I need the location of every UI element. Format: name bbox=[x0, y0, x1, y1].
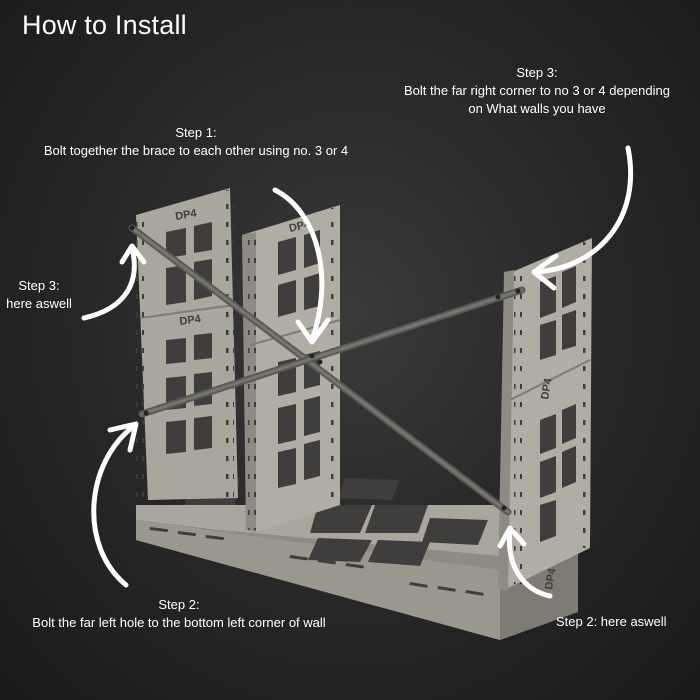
panel-mark: DP4 bbox=[543, 566, 559, 590]
step2-left-arrowhead bbox=[107, 421, 139, 453]
right-wall-panel: DP4 DP4 bbox=[498, 238, 592, 592]
panel-mark: DP4 bbox=[179, 313, 203, 328]
instruction-arrows bbox=[81, 145, 634, 599]
step2-left-label: Step 2: Bolt the far left hole to the bo… bbox=[0, 596, 358, 632]
panel-mark: DP4 bbox=[174, 207, 198, 223]
step3-right-heading: Step 3: bbox=[516, 65, 558, 80]
page-title: How to Install bbox=[22, 10, 187, 40]
cross-braces bbox=[128, 224, 526, 516]
left-wall-panel: DP4 DP4 bbox=[136, 188, 238, 502]
step2-right-arrowhead bbox=[497, 525, 527, 549]
step2-left-arrow bbox=[91, 423, 137, 588]
step3-right-line2: on What walls you have bbox=[468, 101, 606, 116]
step1-arrow bbox=[272, 187, 325, 343]
step2-right-label: Step 2: here aswell bbox=[556, 614, 667, 629]
step3-left-label: Step 3: here aswell bbox=[6, 277, 72, 313]
step2-right-arrow bbox=[506, 527, 553, 599]
step3-right-label: Step 3: Bolt the far right corner to no … bbox=[372, 64, 700, 118]
step3-left-arrow bbox=[81, 245, 137, 321]
step1-text: Bolt together the brace to each other us… bbox=[43, 143, 349, 158]
step3-left-arrowhead bbox=[119, 243, 147, 265]
step3-left-heading: Step 3: bbox=[18, 278, 60, 293]
step2-left-text: Bolt the far left hole to the bottom lef… bbox=[32, 615, 326, 630]
step1-arrowhead bbox=[295, 317, 331, 345]
step3-right-arrowhead bbox=[531, 253, 559, 291]
step1-heading: Step 1: bbox=[175, 125, 217, 140]
base-tray bbox=[136, 478, 578, 640]
panel-mark: DP4 bbox=[539, 376, 555, 400]
step3-right-arrow bbox=[533, 145, 634, 275]
step1-label: Step 1: Bolt together the brace to each … bbox=[0, 124, 392, 160]
step2-left-heading: Step 2: bbox=[158, 597, 200, 612]
step3-left-text: here aswell bbox=[6, 296, 72, 311]
step3-right-line1: Bolt the far right corner to no 3 or 4 d… bbox=[404, 83, 670, 98]
